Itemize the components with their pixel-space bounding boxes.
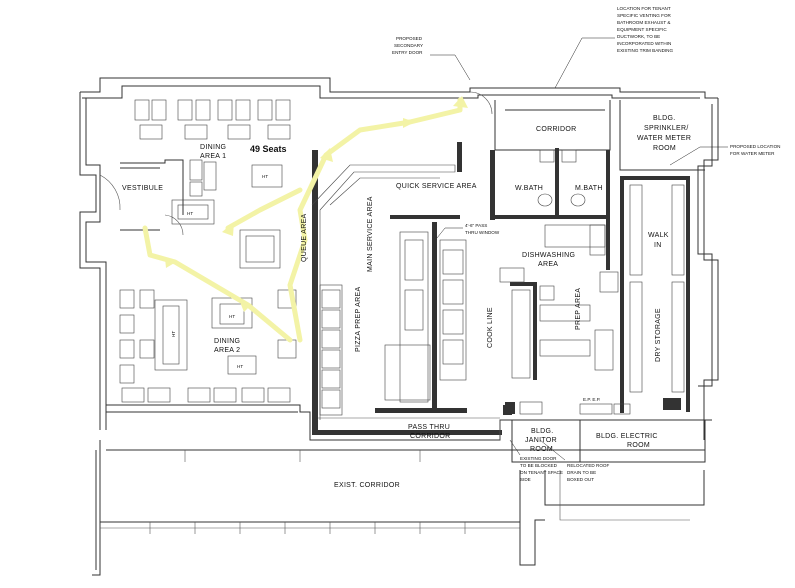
label-electric-2: ROOM (627, 442, 650, 449)
note-existing-door-2: TO BE BLOCKED (520, 463, 558, 468)
note-venting-6: INCORPORATED WITHIN (617, 41, 671, 46)
label-ht-4: HT (229, 314, 235, 319)
label-corridor: CORRIDOR (536, 126, 577, 133)
label-sprinkler-3: WATER METER (637, 135, 691, 142)
label-janitor-1: BLDG. (531, 428, 554, 435)
note-secondary-entry-3: ENTRY DOOR (392, 50, 423, 55)
label-walkin-2: IN (654, 242, 662, 249)
notes: PROPOSED SECONDARY ENTRY DOOR LOCATION F… (392, 6, 780, 482)
label-mbath: M.BATH (575, 185, 603, 192)
note-pass-window-1: 4'-6" PASS (465, 223, 487, 228)
label-ht-3: HT (171, 331, 176, 337)
note-venting-4: EQUIPMENT SPECIFIC (617, 27, 667, 32)
note-secondary-entry-1: PROPOSED (396, 36, 423, 41)
label-dry-storage: DRY STORAGE (655, 308, 662, 362)
label-exist-corridor: EXIST. CORRIDOR (334, 482, 400, 489)
note-roof-drain-2: DRAIN TO BE (567, 470, 596, 475)
label-sprinkler-1: BLDG. (653, 115, 676, 122)
note-venting-3: BATHROOM EXHAUST & (617, 20, 670, 25)
label-pass-thru-1: PASS THRU (408, 424, 450, 431)
label-dining1-line2: AREA 1 (200, 153, 226, 160)
note-existing-door-3: ON TENANT SPACE (520, 470, 563, 475)
label-ht-2: HT (187, 211, 193, 216)
label-sprinkler-4: ROOM (653, 145, 676, 152)
leader-lines (430, 37, 728, 461)
label-prep-area: PREP AREA (575, 288, 582, 330)
label-cook-line: COOK LINE (487, 307, 494, 348)
note-venting-7: EXISTING TRIM BANDING (617, 48, 673, 53)
note-water-meter-1: PROPOSED LOCATION (730, 144, 780, 149)
building-shell (79, 77, 719, 576)
label-vestibule: VESTIBULE (122, 185, 163, 192)
label-main-service: MAIN SERVICE AREA (367, 196, 374, 272)
note-roof-drain-1: RELOCATED ROOF (567, 463, 609, 468)
note-existing-door-4: SIDE (520, 477, 531, 482)
room-labels: DINING AREA 1 49 Seats VESTIBULE DINING … (122, 115, 691, 489)
label-dining1-line1: DINING (200, 144, 226, 151)
label-sprinkler-2: SPRINKLER/ (644, 125, 689, 132)
note-venting-2: SPECIFIC VENTING FOR (617, 13, 672, 18)
label-quick-service: QUICK SERVICE AREA (396, 183, 477, 190)
label-ht-1: HT (262, 174, 268, 179)
note-venting-5: DUCTWORK, TO BE (617, 34, 660, 39)
note-venting-1: LOCATION FOR TENANT (617, 6, 671, 11)
label-wbath: W.BATH (515, 185, 543, 192)
label-electric-1: BLDG. ELECTRIC (596, 433, 658, 440)
label-dishwashing-2: AREA (538, 261, 558, 268)
note-ep: E.P. E.P. (583, 397, 600, 402)
note-water-meter-2: FOR WATER METER (730, 151, 775, 156)
note-existing-door-1: EXISTING DOOR (520, 456, 557, 461)
note-roof-drain-3: BOXED OUT (567, 477, 594, 482)
label-pass-thru-2: CORRIDOR (410, 433, 451, 440)
note-secondary-entry-2: SECONDARY (394, 43, 423, 48)
customer-flow-path (142, 96, 468, 343)
label-ht-5: HT (237, 364, 243, 369)
label-pizza-prep: PIZZA PREP AREA (355, 287, 362, 352)
label-queue: QUEUE AREA (301, 213, 308, 262)
note-pass-window-2: THRU WINDOW (465, 230, 500, 235)
label-walkin-1: WALK (648, 232, 669, 239)
label-seats: 49 Seats (250, 144, 287, 154)
label-dining2-line1: DINING (214, 338, 240, 345)
label-janitor-2: JANITOR (525, 437, 557, 444)
interior-walls (120, 100, 706, 463)
label-dishwashing-1: DISHWASHING (522, 252, 575, 259)
label-janitor-3: ROOM (530, 446, 553, 453)
furniture (99, 91, 685, 420)
label-dining2-line2: AREA 2 (214, 347, 240, 354)
